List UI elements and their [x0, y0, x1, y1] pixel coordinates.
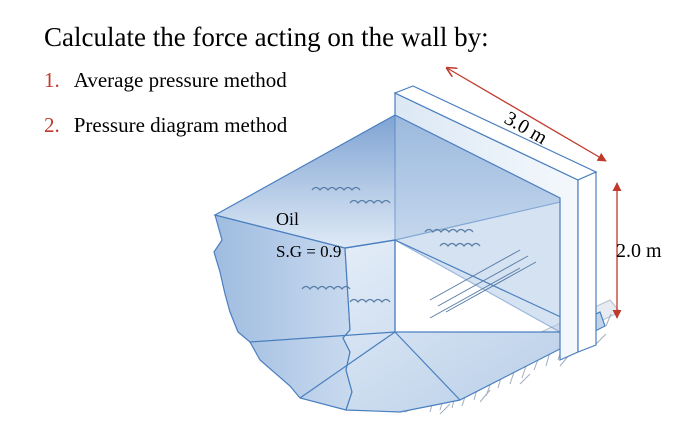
method-item-1: 1. Average pressure method: [44, 68, 287, 93]
tank-front-face: [342, 239, 606, 413]
method-item-2: 2. Pressure diagram method: [44, 113, 287, 138]
wall-length-arrow: [447, 68, 606, 162]
oil-depth-label: 2.0 m: [616, 240, 662, 262]
pressure-lines: [429, 249, 537, 319]
method-number-1: 1.: [44, 68, 60, 92]
method-label-2: Pressure diagram method: [73, 113, 288, 137]
fluid-label: Oil: [276, 209, 299, 229]
method-label-1: Average pressure method: [73, 68, 287, 92]
tank-edges: [249, 239, 579, 401]
surface-ripples: [301, 186, 481, 304]
problem-title: Calculate the force acting on the wall b…: [44, 22, 489, 52]
specific-gravity-label: S.G = 0.9: [276, 242, 341, 261]
wall-edge: [577, 171, 597, 353]
method-number-2: 2.: [44, 113, 60, 137]
